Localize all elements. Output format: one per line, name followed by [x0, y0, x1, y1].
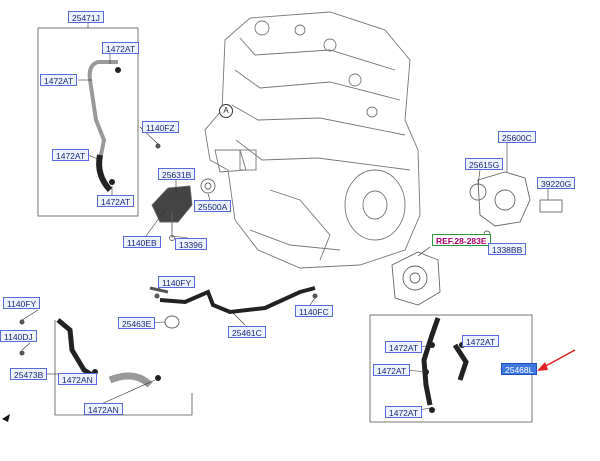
- part-label-1140FY[interactable]: 1140FY: [158, 276, 196, 288]
- part-label-1472AT[interactable]: 1472AT: [385, 341, 423, 353]
- hose-bottom-left-drawing: [19, 318, 161, 388]
- part-label-25463E[interactable]: 25463E: [118, 317, 156, 329]
- group-box-hose-top-left: [37, 27, 533, 423]
- ref-label-28-283E[interactable]: REF.28-283E: [432, 234, 491, 246]
- part-label-25473B[interactable]: 25473B: [10, 368, 48, 380]
- view-marker-a: A: [219, 104, 233, 118]
- part-label-1472AT[interactable]: 1472AT: [462, 335, 500, 347]
- hose-bottom-right-drawing: [421, 317, 469, 413]
- part-label-1472AT[interactable]: 1472AT: [40, 74, 78, 86]
- part-label-1472AN[interactable]: 1472AN: [58, 373, 97, 385]
- part-label-1338BB[interactable]: 1338BB: [488, 243, 527, 255]
- throttle-body-drawing: [391, 251, 441, 306]
- part-label-25471J[interactable]: 25471J: [68, 11, 104, 23]
- highlight-arrow: [537, 349, 576, 371]
- part-label-25615G[interactable]: 25615G: [465, 158, 504, 170]
- engine-block-drawing: [204, 11, 421, 269]
- small-parts-drawing: [151, 178, 216, 241]
- leader-lines: [21, 21, 549, 413]
- part-label-1472AT[interactable]: 1472AT: [97, 195, 135, 207]
- part-label-1140DJ[interactable]: 1140DJ: [0, 330, 37, 342]
- part-label-1140FY[interactable]: 1140FY: [3, 297, 41, 309]
- part-label-25461C[interactable]: 25461C: [228, 326, 266, 338]
- part-label-25631B[interactable]: 25631B: [158, 168, 196, 180]
- part-label-1472AT[interactable]: 1472AT: [385, 406, 423, 418]
- part-label-13396[interactable]: 13396: [175, 238, 207, 250]
- pipe-bottom-centre-drawing: [149, 286, 318, 329]
- corner-pointer-icon: [2, 414, 10, 422]
- part-label-1140EB[interactable]: 1140EB: [123, 236, 161, 248]
- part-label-1472AT[interactable]: 1472AT: [102, 42, 140, 54]
- part-label-1140FC[interactable]: 1140FC: [295, 305, 333, 317]
- part-label-1140FZ[interactable]: 1140FZ: [142, 121, 179, 133]
- part-label-25600C[interactable]: 25600C: [498, 131, 536, 143]
- part-label-25468L-highlighted[interactable]: 25468L: [501, 363, 538, 375]
- part-label-25500A[interactable]: 25500A: [194, 200, 232, 212]
- part-label-1472AT[interactable]: 1472AT: [52, 149, 90, 161]
- hose-top-left-drawing: [87, 60, 161, 193]
- part-label-1472AN[interactable]: 1472AN: [84, 403, 123, 415]
- part-label-1472AT[interactable]: 1472AT: [373, 364, 411, 376]
- part-label-39220G[interactable]: 39220G: [537, 177, 576, 189]
